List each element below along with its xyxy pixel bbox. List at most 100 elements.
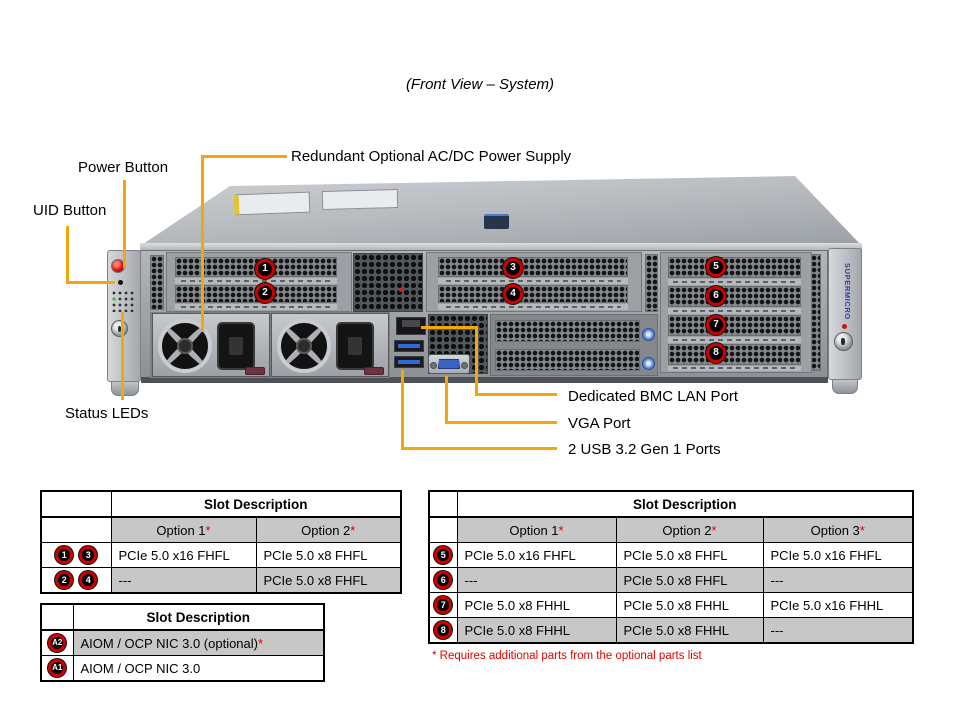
table-header: Slot Description <box>456 490 914 518</box>
aiom-slot-a2 <box>495 320 640 342</box>
slot-option-cell: AIOM / OCP NIC 3.0 <box>72 655 325 682</box>
empty-cell <box>428 490 458 518</box>
table-row: 7 PCIe 5.0 x8 FHHL PCIe 5.0 x8 FHHL PCIe… <box>428 592 914 618</box>
vent-strip <box>645 254 658 312</box>
slot-callout-3: 3 <box>503 258 523 278</box>
slot-option-cell: PCIe 5.0 x16 FHFL <box>762 542 914 568</box>
slot-callout-6: 6 <box>706 286 726 306</box>
slot-option-cell: PCIe 5.0 x8 FHHL <box>456 617 617 644</box>
io-led <box>399 288 403 292</box>
slot-badge: 7 <box>434 596 453 614</box>
slot-filler <box>668 279 801 285</box>
page-title: (Front View – System) <box>405 76 555 93</box>
left-ear-handle <box>111 381 139 396</box>
table-row: 5 PCIe 5.0 x16 FHFL PCIe 5.0 x8 FHFL PCI… <box>428 542 914 568</box>
slot-filler <box>175 278 337 284</box>
slot-badge: 1 <box>55 546 74 564</box>
label-power-button: Power Button <box>78 159 169 176</box>
column-header: Option 3* <box>762 516 914 543</box>
aiom-table: Slot Description A2 AIOM / OCP NIC 3.0 (… <box>40 603 325 682</box>
slot-badge: A2 <box>48 634 67 652</box>
usb-port <box>394 340 424 352</box>
label-status-leds: Status LEDs <box>65 405 149 422</box>
brand-logo: SUPERMICRO <box>843 262 852 320</box>
uid-button[interactable] <box>118 280 123 285</box>
slot-filler <box>668 308 801 314</box>
callout-line-bmc <box>421 326 478 329</box>
column-header: Option 2* <box>615 516 764 543</box>
psu-fan-icon <box>277 319 331 373</box>
slot-option-cell: PCIe 5.0 x8 FHHL <box>615 617 764 644</box>
slot-option-cell: PCIe 5.0 x16 FHHL <box>762 592 914 618</box>
slot-callout-1: 1 <box>255 259 275 279</box>
usb-port <box>394 356 424 368</box>
slot-callout-7: 7 <box>706 315 726 335</box>
empty-cell <box>40 603 74 631</box>
chassis-bottom-edge <box>141 377 828 383</box>
slot-filler <box>438 304 628 310</box>
chassis-label-sticker <box>233 191 311 216</box>
ac-inlet-icon <box>217 322 255 370</box>
chassis-label-sticker <box>321 189 399 210</box>
slot-filler <box>438 278 628 284</box>
callout-line-uid <box>66 281 115 284</box>
callout-line-status <box>121 312 124 400</box>
callout-line-uid <box>66 226 69 284</box>
slot-option-cell: PCIe 5.0 x8 FHFL <box>255 542 402 568</box>
slot-badge: 6 <box>434 571 453 589</box>
pcie-slot-5 <box>668 257 801 278</box>
vga-port <box>428 354 470 374</box>
slot-option-cell: PCIe 5.0 x8 FHFL <box>615 542 764 568</box>
callout-line-bmc <box>475 393 557 396</box>
slot-option-cell: PCIe 5.0 x16 FHFL <box>110 542 257 568</box>
pcie-slot-8 <box>668 344 801 365</box>
slot-badge-cell: 7 <box>428 592 458 618</box>
right-ear-handle <box>832 379 858 394</box>
slot-badge: 4 <box>79 571 98 589</box>
power-supply-2 <box>271 313 389 377</box>
footnote: * Requires additional parts from the opt… <box>432 650 702 662</box>
callout-line-power <box>123 180 126 268</box>
psu-latch <box>245 367 265 375</box>
callout-line-bmc <box>475 326 478 396</box>
table-header: Slot Description <box>72 603 325 631</box>
right-ear <box>828 248 862 380</box>
slot-filler <box>668 337 801 343</box>
table-row: 6 --- PCIe 5.0 x8 FHFL --- <box>428 567 914 593</box>
slot-callout-5: 5 <box>706 257 726 277</box>
thumbscrew-icon <box>642 328 655 341</box>
slot-table-5-8: Slot Description Option 1* Option 2* Opt… <box>428 490 915 644</box>
column-header: Option 2* <box>255 516 402 543</box>
chassis-top-lip <box>140 243 862 252</box>
pcie-slot-4 <box>438 285 628 303</box>
io-shield <box>353 253 423 312</box>
label-uid-button: UID Button <box>33 202 107 219</box>
psu-latch <box>364 367 384 375</box>
slot-badge: 5 <box>434 546 453 564</box>
slot-option-cell: PCIe 5.0 x16 FHFL <box>456 542 617 568</box>
aiom-slot-a1 <box>495 349 640 371</box>
slot-callout-4: 4 <box>503 284 523 304</box>
slot-option-cell: AIOM / OCP NIC 3.0 (optional)* <box>72 629 325 656</box>
status-leds <box>111 290 135 312</box>
slot-badge-cell: 8 <box>428 617 458 644</box>
slot-option-cell: PCIe 5.0 x8 FHHL <box>456 592 617 618</box>
label-psu: Redundant Optional AC/DC Power Supply <box>291 148 572 165</box>
slot-filler <box>175 304 337 310</box>
slot-option-cell: PCIe 5.0 x8 FHHL <box>615 592 764 618</box>
slot-badge-cell: A2 <box>40 629 74 656</box>
column-header: Option 1* <box>456 516 617 543</box>
slot-callout-2: 2 <box>255 283 275 303</box>
table-row: A1 AIOM / OCP NIC 3.0 <box>40 655 325 682</box>
slot-badge: 8 <box>434 621 453 639</box>
slot-filler <box>668 366 801 371</box>
slot-option-cell: PCIe 5.0 x8 FHFL <box>615 567 764 593</box>
table-header: Slot Description <box>110 490 402 518</box>
empty-cell <box>40 490 112 518</box>
power-supply-1 <box>152 313 270 377</box>
brand-red-dot-icon <box>842 324 847 329</box>
slot-option-cell: --- <box>762 617 914 644</box>
